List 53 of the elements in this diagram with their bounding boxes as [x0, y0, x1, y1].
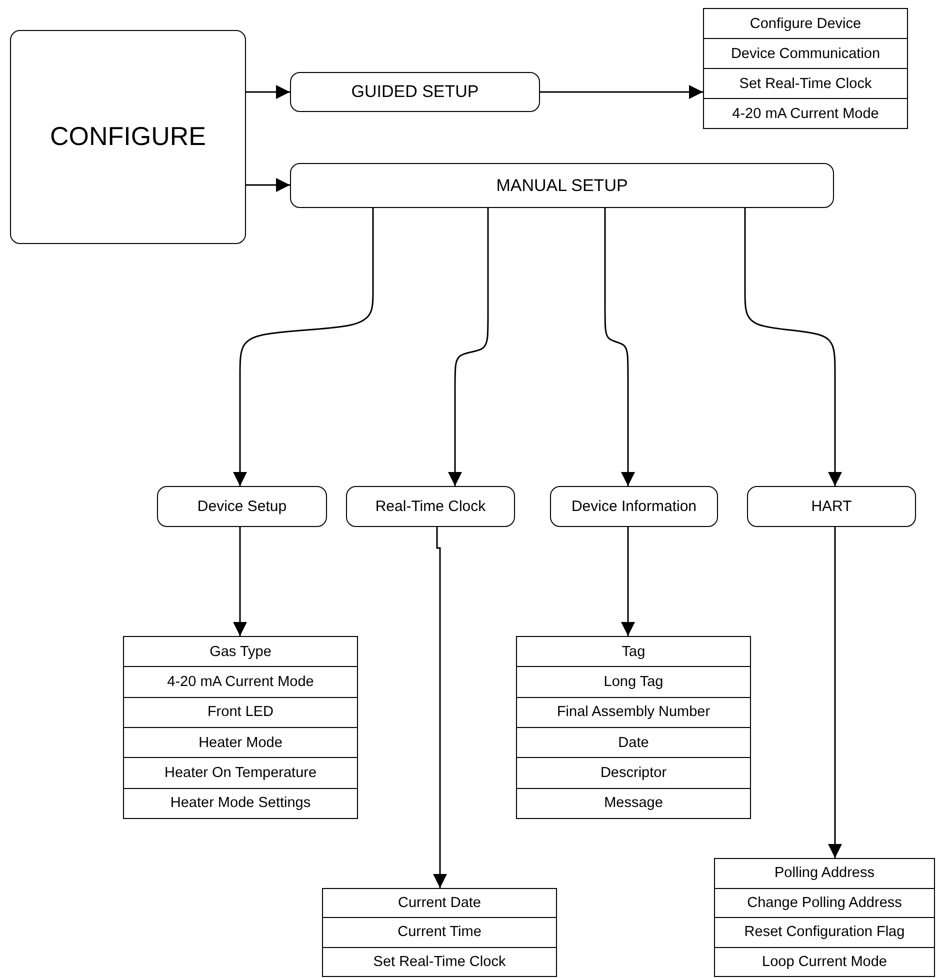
node-label: GUIDED SETUP [350, 82, 480, 102]
table-cell-text: Message [603, 794, 664, 814]
table-cell-text: Heater Mode Settings [169, 794, 312, 814]
arrow [433, 527, 447, 888]
table-cell: 4-20 mA Current Mode [124, 667, 357, 698]
menu-table [714, 858, 935, 977]
process-box [346, 486, 515, 527]
node-label: HART [810, 498, 853, 516]
arrow [828, 527, 842, 858]
table-cell: Reset Configuration Flag [715, 918, 934, 948]
config-box [10, 30, 246, 244]
arrow [448, 208, 489, 486]
node-label: Real-Time Clock [374, 498, 487, 516]
node-label: CONFIGURE [49, 122, 207, 152]
menu-table [703, 8, 908, 129]
arrow [621, 527, 635, 636]
node-label: Device Setup [196, 498, 288, 516]
process-box [157, 486, 327, 527]
table-cell: Final Assembly Number [517, 698, 750, 728]
node-label: Device Information [570, 498, 698, 516]
process-box [550, 486, 718, 527]
table-cell: Descriptor [517, 758, 750, 789]
table-cell: Heater On Temperature [124, 758, 357, 789]
table-cell: Tag [517, 637, 750, 668]
menu-table [516, 636, 751, 819]
table-cell: Polling Address [715, 859, 934, 888]
table-cell: Current Time [323, 918, 556, 948]
table-cell: Device Communication [704, 39, 907, 69]
node-label: MANUAL SETUP [495, 176, 629, 196]
table-cell: Change Polling Address [715, 888, 934, 918]
process-box [747, 486, 916, 527]
arrow [233, 527, 247, 636]
table-cell: Gas Type [124, 637, 357, 668]
arrow [744, 208, 842, 486]
table-cell: Long Tag [517, 667, 750, 698]
arrow [233, 208, 374, 486]
table-cell: Date [517, 728, 750, 758]
arrow [246, 178, 290, 192]
arrow [604, 208, 635, 486]
table-cell-text: 4-20 mA Current Mode [731, 104, 880, 124]
menu-table [123, 636, 358, 819]
arrow [540, 85, 703, 99]
table-cell: Current Date [323, 889, 556, 918]
table-cell-text: Set Real-Time Clock [372, 952, 507, 972]
process-box [290, 72, 540, 112]
table-cell-text: Loop Current Mode [761, 952, 888, 972]
table-cell: Configure Device [704, 9, 907, 39]
process-box [290, 163, 834, 208]
table-cell: Heater Mode [124, 728, 357, 758]
arrow [246, 85, 290, 99]
menu-table [322, 888, 557, 977]
table-cell: Front LED [124, 698, 357, 728]
table-cell: Set Real-Time Clock [704, 69, 907, 99]
